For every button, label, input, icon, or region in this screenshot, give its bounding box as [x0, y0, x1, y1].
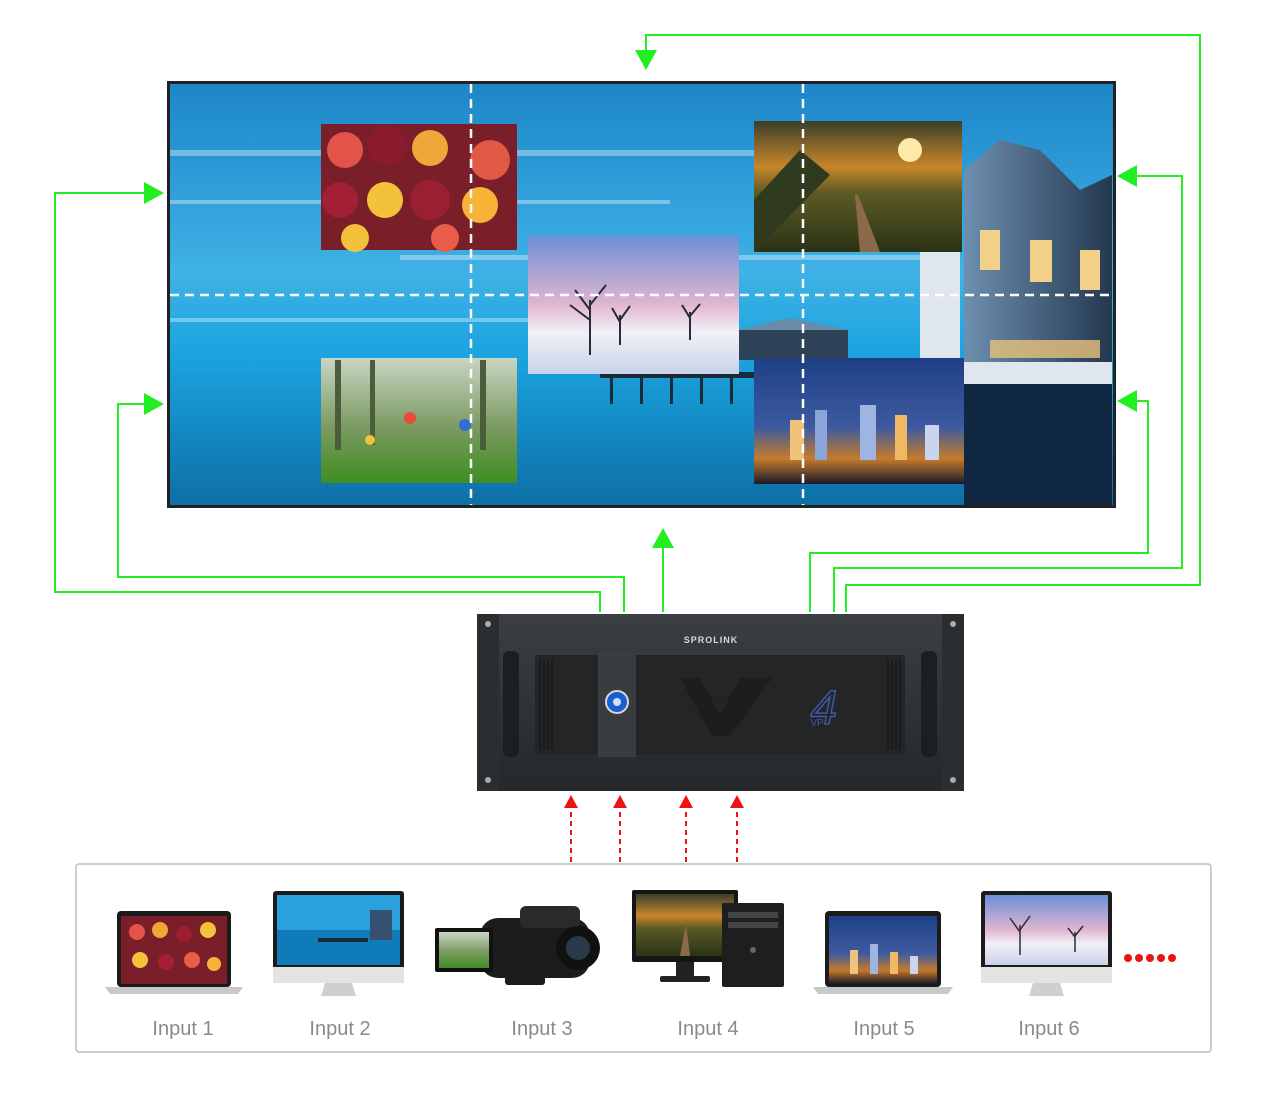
input-2-label: Input 2 [309, 1018, 370, 1040]
input-3-label: Input 3 [511, 1018, 572, 1040]
model-badge: VP [810, 718, 824, 729]
processor-brand: SPROLINK [684, 635, 739, 645]
arrow-left-bottom [144, 393, 164, 415]
input-arrowheads [564, 795, 744, 808]
arrow-top-down [635, 50, 657, 70]
input-panel: Input 1 Input 2 Input 3 Input 4 Input 5 … [75, 863, 1212, 1053]
v-logo-icon [680, 678, 772, 736]
output-arrowheads [144, 50, 1137, 548]
arrow-right-bottom [1117, 390, 1137, 412]
wall-splice-lines [170, 84, 1113, 505]
output-connectors [54, 34, 1201, 612]
input-5-label: Input 5 [853, 1018, 914, 1040]
forest-kids-window [321, 358, 517, 483]
sunset-rail-window [754, 121, 962, 252]
right-rack-handle [921, 651, 937, 757]
right-vent [887, 660, 901, 750]
video-processor: SPROLINK 4 VP [477, 614, 964, 791]
pavilion-building [964, 140, 1112, 505]
left-rack-handle [503, 651, 519, 757]
city-night-window [754, 358, 964, 484]
model-number: 4 [811, 682, 838, 735]
input-5-device[interactable] [813, 911, 953, 994]
input-1-label: Input 1 [152, 1018, 213, 1040]
left-vent [539, 660, 553, 750]
input-4-device[interactable] [632, 890, 784, 987]
video-wall [167, 81, 1116, 508]
input-3-device[interactable] [435, 906, 600, 985]
input-6-device[interactable] [981, 891, 1112, 996]
more-inputs-ellipsis [1124, 954, 1176, 962]
input-connectors [570, 808, 738, 862]
arrow-center-up [652, 528, 674, 548]
fruit-window [321, 124, 517, 252]
input-1-device[interactable] [105, 911, 243, 994]
pier-illustration [600, 250, 960, 404]
input-2-device[interactable] [273, 891, 404, 996]
arrow-right-top [1117, 165, 1137, 187]
arrow-left-top [144, 182, 164, 204]
winter-trees-window [528, 235, 739, 374]
input-4-label: Input 4 [677, 1018, 738, 1040]
input-6-label: Input 6 [1018, 1018, 1079, 1040]
